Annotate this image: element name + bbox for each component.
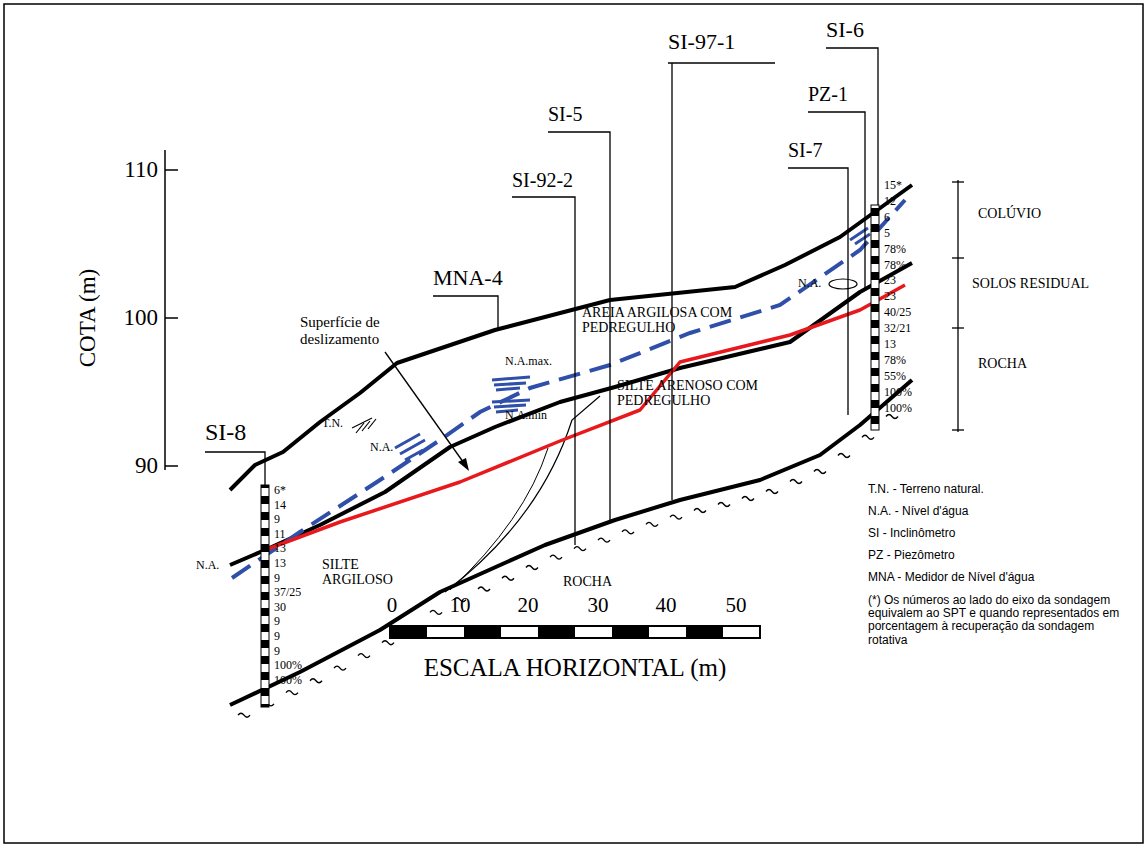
spt-value: 9 bbox=[274, 514, 280, 527]
spt-value: 30 bbox=[274, 601, 286, 614]
layer-label: COLÚVIO bbox=[978, 206, 1041, 221]
spt-value: 100% bbox=[274, 660, 302, 673]
spt-value: 9 bbox=[274, 616, 280, 629]
legend-note: PZ - Piezômetro bbox=[868, 549, 955, 562]
legend-note: N.A. - Nível d'água bbox=[868, 505, 968, 518]
spt-value: 100% bbox=[884, 386, 912, 399]
water-level-label: N.A. bbox=[798, 277, 821, 290]
spt-value: 37/25 bbox=[274, 587, 301, 600]
borehole-name: SI-92-2 bbox=[512, 169, 573, 191]
spt-value: 15* bbox=[884, 179, 902, 192]
axis-title: COTA (m) bbox=[75, 269, 100, 367]
axis-tick: 100 bbox=[124, 305, 159, 330]
soil-label: ROCHA bbox=[563, 574, 612, 589]
spt-value: 78% bbox=[884, 354, 906, 367]
slip-surface-label: Superfície de deslizamento bbox=[300, 314, 400, 347]
scale-title: ESCALA HORIZONTAL (m) bbox=[424, 654, 727, 682]
layer-label: ROCHA bbox=[978, 356, 1027, 371]
spt-value: 5 bbox=[884, 227, 890, 240]
borehole-name: SI-8 bbox=[205, 419, 246, 445]
borehole-name: SI-5 bbox=[548, 103, 582, 125]
spt-value: 9 bbox=[274, 630, 280, 643]
borehole-name: PZ-1 bbox=[808, 83, 848, 105]
spt-value: 100% bbox=[274, 674, 302, 687]
borehole-name: SI-97-1 bbox=[668, 30, 735, 54]
borehole-name: MNA-4 bbox=[433, 266, 503, 290]
spt-value: 40/25 bbox=[884, 307, 911, 320]
spt-value: 14 bbox=[274, 499, 286, 512]
spt-value: 23 bbox=[884, 291, 896, 304]
scale-number: 20 bbox=[518, 594, 539, 617]
soil-label: SILTE ARENOSO COM PEDREGULHO bbox=[617, 378, 767, 409]
legend-note: SI - Inclinômetro bbox=[868, 527, 955, 540]
spt-value: 78% bbox=[884, 243, 906, 256]
spt-value: 13 bbox=[884, 338, 896, 351]
water-level-label: N.A.max. bbox=[505, 355, 552, 368]
water-level-label: N.A.min bbox=[505, 409, 547, 422]
legend-note: MNA - Medidor de Nível d'água bbox=[868, 571, 1034, 584]
legend-note: T.N. - Terreno natural. bbox=[868, 483, 984, 496]
spt-value: 6 bbox=[884, 211, 890, 224]
soil-label: AREIA ARGILOSA COM PEDREGULHO bbox=[582, 305, 757, 336]
spt-value: 100% bbox=[884, 402, 912, 415]
spt-value: 55% bbox=[884, 370, 906, 383]
spt-value: 12 bbox=[884, 195, 896, 208]
spt-value: 23 bbox=[884, 275, 896, 288]
spt-value: 9 bbox=[274, 645, 280, 658]
borehole-name: SI-7 bbox=[788, 139, 822, 161]
spt-value: 13 bbox=[274, 543, 286, 556]
terrain-label: T.N. bbox=[322, 417, 343, 430]
scale-number: 40 bbox=[656, 594, 677, 617]
axis-tick: 90 bbox=[135, 453, 158, 478]
spt-value: 9 bbox=[274, 572, 280, 585]
scale-number: 50 bbox=[726, 594, 747, 617]
spt-value: 11 bbox=[274, 528, 286, 541]
borehole-name: SI-6 bbox=[826, 18, 864, 42]
soil-label: SILTE ARGILOSO bbox=[322, 557, 417, 588]
layer-label: SOLOS RESIDUAL bbox=[972, 276, 1089, 291]
spt-value: 6* bbox=[274, 484, 286, 497]
scale-number: 0 bbox=[387, 594, 398, 617]
spt-value: 32/21 bbox=[884, 323, 911, 336]
scale-number: 10 bbox=[450, 594, 471, 617]
water-level-label: N.A. bbox=[370, 441, 393, 454]
spt-value: 13 bbox=[274, 557, 286, 570]
legend-note: (*) Os números ao lado do eixo da sondag… bbox=[868, 594, 1130, 647]
spt-value: 78% bbox=[884, 259, 906, 272]
water-level-label: N.A. bbox=[196, 559, 219, 572]
axis-tick: 110 bbox=[124, 157, 158, 182]
scale-number: 30 bbox=[588, 594, 609, 617]
